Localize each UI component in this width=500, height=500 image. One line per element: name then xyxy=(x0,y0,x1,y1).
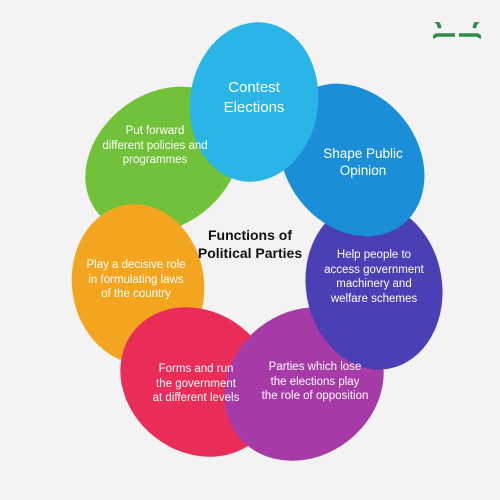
blob-shape-public-opinion xyxy=(279,83,425,237)
label-contest-elections: Contest Elections xyxy=(223,79,285,116)
blob-contest-elections xyxy=(189,22,319,182)
label-put-forward-policies: Put forward different policies and progr… xyxy=(102,125,208,167)
center-title-line1: Functions of xyxy=(208,227,292,243)
label-shape-public-opinion: Shape Public Opinion xyxy=(323,146,403,179)
blob-access-government xyxy=(305,202,443,370)
label-help-access-government: Help people to access government machine… xyxy=(324,249,424,306)
label-forms-run-government: Forms and run the government at differen… xyxy=(152,363,240,405)
center-title: Functions of Political Parties xyxy=(178,227,322,262)
label-opposition-role: Parties which lose the elections play th… xyxy=(261,361,369,403)
label-decisive-role-laws: Play a decisive role in formulating laws… xyxy=(86,259,186,301)
geeksforgeeks-logo-icon xyxy=(433,22,481,39)
center-title-line2: Political Parties xyxy=(197,244,303,261)
